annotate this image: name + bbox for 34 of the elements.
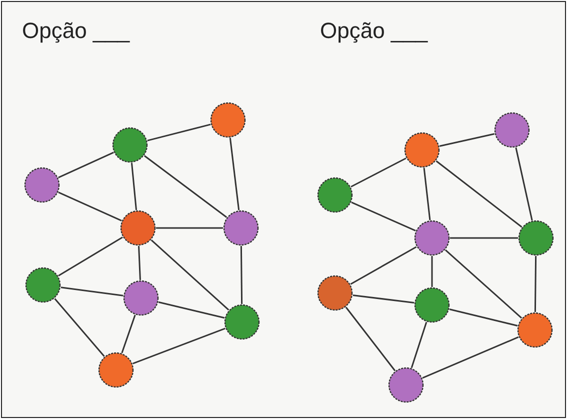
connecting-line <box>350 246 417 285</box>
connecting-line <box>58 236 123 276</box>
connecting-line <box>423 168 431 220</box>
connecting-line <box>350 158 406 188</box>
connecting-line <box>352 294 414 304</box>
connecting-line <box>431 256 433 287</box>
connecting-line <box>515 147 533 221</box>
connecting-line <box>229 138 240 210</box>
option-label: Opção ___ <box>22 18 130 44</box>
connecting-line <box>130 162 138 210</box>
connecting-line <box>121 314 136 354</box>
connecting-line <box>410 322 428 368</box>
connecting-line <box>58 192 122 222</box>
connecting-line <box>534 256 537 312</box>
connecting-line <box>58 152 114 178</box>
connecting-line <box>444 249 522 319</box>
connecting-line <box>439 133 495 147</box>
connecting-line <box>240 246 243 304</box>
connecting-line <box>422 336 519 379</box>
connecting-line <box>156 227 223 229</box>
connecting-line <box>60 286 124 296</box>
connecting-line <box>147 124 211 142</box>
connecting-line <box>138 246 141 280</box>
connecting-line <box>158 301 225 319</box>
connecting-line <box>132 328 226 364</box>
connecting-line <box>436 160 522 228</box>
connecting-line <box>54 298 105 357</box>
connecting-line <box>144 155 228 218</box>
connecting-line <box>449 308 518 326</box>
connecting-line <box>450 237 518 239</box>
connecting-line <box>150 240 230 310</box>
option-label: Opção ___ <box>320 18 428 44</box>
connecting-line <box>351 202 416 232</box>
connecting-line <box>345 306 396 372</box>
